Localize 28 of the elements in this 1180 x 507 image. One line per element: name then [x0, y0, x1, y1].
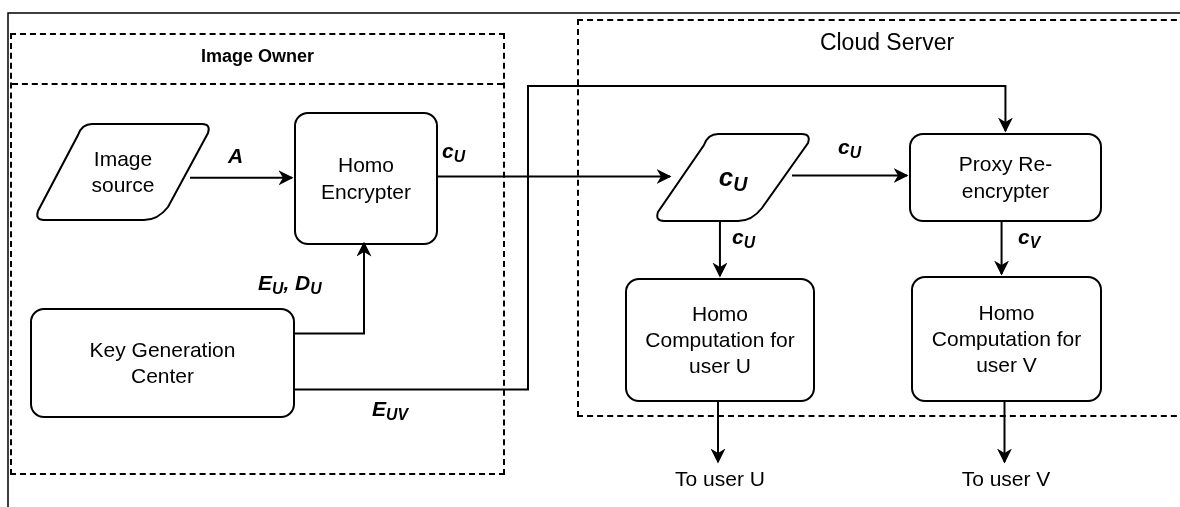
arrow — [791, 168, 909, 183]
group-title: Cloud Server — [818, 28, 956, 57]
group-title: Image Owner — [199, 45, 315, 68]
process-box — [30, 308, 295, 418]
data-parallelogram — [34, 123, 212, 221]
node-text: c$_{U}$ — [718, 161, 748, 194]
group-container — [10, 33, 505, 475]
node-text: To user V — [961, 465, 1051, 492]
arrow — [994, 219, 1010, 276]
node-text: Homo Encrypter — [320, 152, 412, 205]
process-box — [294, 112, 438, 245]
node-text: Homo Computation for user V — [930, 299, 1083, 379]
arrow — [292, 85, 1013, 391]
arrow — [292, 241, 372, 335]
arrow — [710, 399, 726, 464]
process-box — [909, 133, 1102, 222]
node-text: To user U — [675, 465, 765, 492]
data-parallelogram — [654, 133, 812, 222]
node-text: Proxy Re-encrypter — [957, 151, 1054, 204]
arrow — [997, 399, 1012, 464]
node-text: Homo Computation for user U — [644, 300, 796, 380]
process-box — [625, 278, 815, 402]
node-text: Image source — [90, 145, 156, 198]
arrow — [435, 169, 672, 184]
node-text: Key Generation Center — [88, 336, 237, 389]
arrow — [189, 170, 294, 186]
process-box — [911, 276, 1102, 402]
arrow — [712, 219, 728, 278]
